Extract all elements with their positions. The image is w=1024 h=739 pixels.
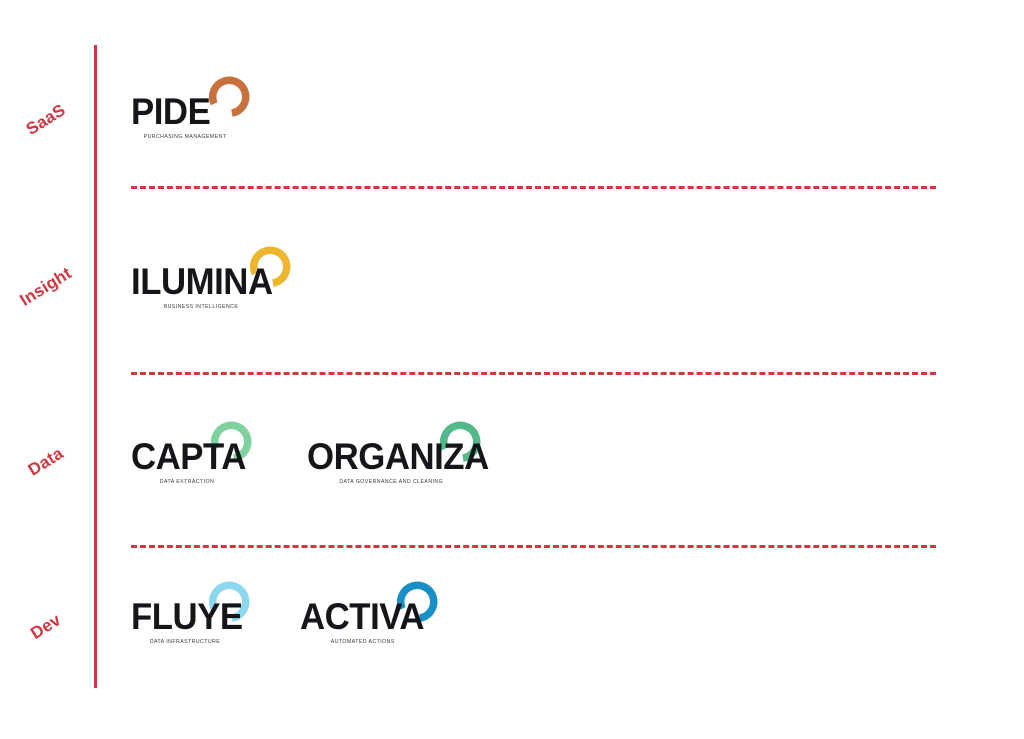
tier-row-dev: FLUYE DATA INFRASTRUCTURE ACTIVA AUTOMAT…	[131, 581, 1024, 646]
tier-label-data: Data	[24, 443, 67, 480]
logo-mark-ilumina: ILUMINA	[131, 246, 291, 302]
product-logo-fluye[interactable]: FLUYE DATA INFRASTRUCTURE	[131, 581, 250, 646]
wordmark-organiza: ORGANIZA	[307, 436, 489, 477]
tagline-organiza: DATA GOVERNANCE AND CLEANING	[339, 478, 444, 486]
logo-mark-fluye: FLUYE	[131, 581, 250, 637]
tier-row-saas: PIDE PURCHASING MANAGEMENT	[131, 76, 1024, 141]
tier-divider-data-dev	[131, 545, 936, 548]
open-ring-icon	[209, 71, 257, 119]
tagline-ilumina: BUSINESS INTELLIGENCE	[163, 303, 239, 311]
tagline-capta: DATA EXTRACTION	[159, 478, 215, 486]
vertical-axis-line	[94, 45, 97, 688]
product-logo-pide[interactable]: PIDE PURCHASING MANAGEMENT	[131, 76, 250, 141]
tier-label-saas: SaaS	[22, 100, 69, 139]
logo-mark-pide: PIDE	[131, 76, 250, 132]
tier-label-dev: Dev	[27, 610, 65, 644]
product-logo-capta[interactable]: CAPTA DATA EXTRACTION	[131, 421, 253, 486]
tagline-pide: PURCHASING MANAGEMENT	[143, 133, 227, 141]
logo-mark-capta: CAPTA	[131, 421, 253, 477]
logo-mark-organiza: ORGANIZA	[307, 421, 500, 477]
wordmark-activa: ACTIVA	[299, 596, 425, 637]
wordmark-pide: PIDE	[131, 91, 211, 132]
tier-row-data: CAPTA DATA EXTRACTION ORGANIZA DATA GOVE…	[131, 421, 1024, 486]
logo-mark-activa: ACTIVA	[299, 581, 438, 637]
tier-divider-insight-data	[131, 372, 936, 375]
tagline-fluye: DATA INFRASTRUCTURE	[149, 638, 221, 646]
tier-divider-saas-insight	[131, 186, 936, 189]
product-logo-activa[interactable]: ACTIVA AUTOMATED ACTIONS	[299, 581, 438, 646]
product-logo-ilumina[interactable]: ILUMINA BUSINESS INTELLIGENCE	[131, 246, 291, 311]
tier-row-insight: ILUMINA BUSINESS INTELLIGENCE	[131, 246, 1024, 311]
wordmark-capta: CAPTA	[131, 436, 246, 477]
tagline-activa: AUTOMATED ACTIONS	[330, 638, 395, 646]
wordmark-ilumina: ILUMINA	[131, 261, 273, 302]
tier-label-insight: Insight	[16, 263, 75, 310]
wordmark-fluye: FLUYE	[131, 596, 243, 637]
product-logo-organiza[interactable]: ORGANIZA DATA GOVERNANCE AND CLEANING	[307, 421, 500, 486]
